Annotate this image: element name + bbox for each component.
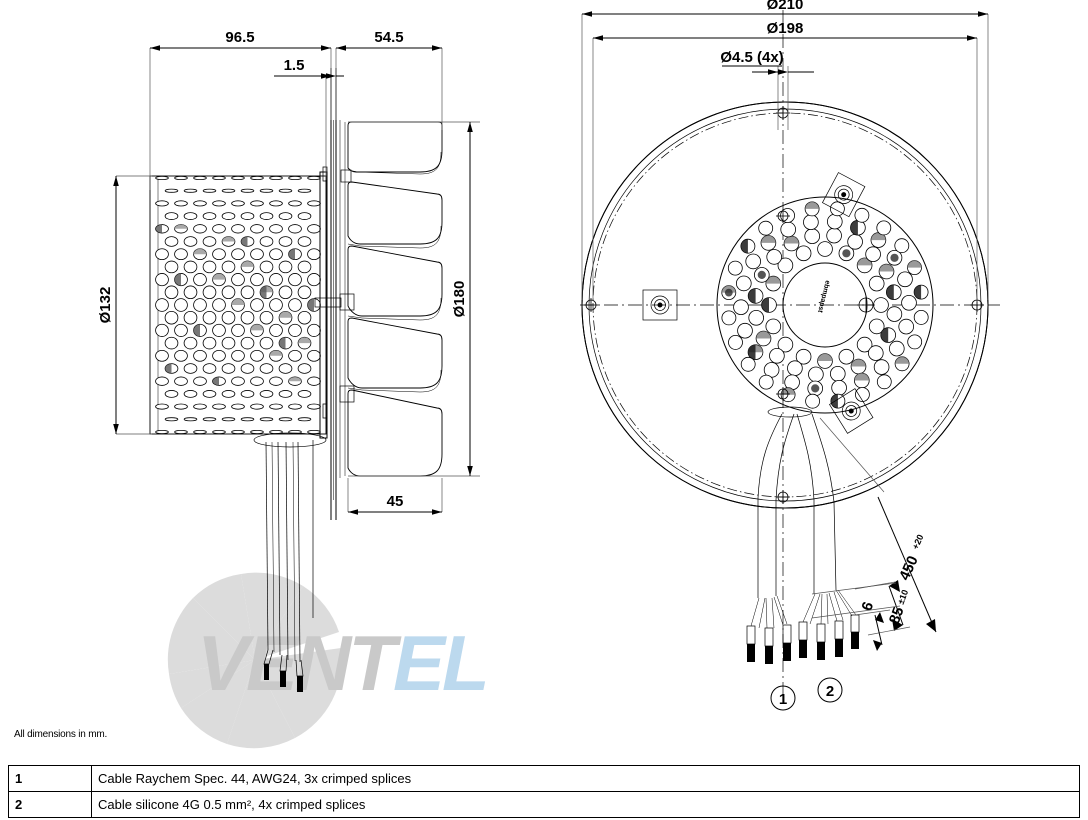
legend-index-1: 1 (8, 765, 92, 792)
dimension-54_5: 54.5 (336, 29, 442, 51)
dimension-cable-6: 6 (854, 600, 891, 651)
balloon-1-label: 1 (779, 691, 787, 708)
dimension-96_5: 96.5 (150, 29, 331, 51)
front-extension-lines (581, 14, 989, 300)
dimension-cable-85-label: 85 (886, 605, 908, 626)
rotor-holes (721, 201, 929, 409)
dimension-54_5-label: 54.5 (374, 29, 403, 46)
front-cables (746, 406, 860, 664)
legend-description-2: Cable silicone 4G 0.5 mm², 4x crimped sp… (91, 791, 1080, 818)
impeller-blades (339, 120, 443, 478)
legend-index-2: 2 (8, 791, 92, 818)
cable-1-wires (750, 595, 788, 629)
legend-description-1: Cable Raychem Spec. 44, AWG24, 3x crimpe… (91, 765, 1080, 792)
hub-logo-text: ebmpapst (816, 279, 831, 313)
dimension-dia210-label: Ø210 (767, 0, 804, 13)
dimension-dia4_5-label: Ø4.5 (4x) (720, 49, 783, 66)
cable-2-splices (798, 614, 860, 660)
front-view: ebmpapst (580, 0, 1000, 711)
rotor-disc: ebmpapst (716, 196, 934, 414)
legend-table: 1 Cable Raychem Spec. 44, AWG24, 3x crim… (8, 765, 1080, 818)
side-cables (253, 432, 327, 692)
dimension-dia180-label: Ø180 (451, 281, 468, 318)
side-extension-lines (116, 48, 480, 512)
dimension-dia180: Ø180 (451, 122, 473, 476)
drum-perforations (155, 176, 321, 434)
dimension-cable-85-tolerance: ±10 (896, 588, 911, 605)
shaft-stub (314, 297, 342, 308)
dimension-cable-85: 85 ±10 (854, 580, 911, 636)
table-row: 2 Cable silicone 4G 0.5 mm², 4x crimped … (8, 791, 1080, 818)
dimension-dia4_5: Ø4.5 (4x) (720, 49, 814, 75)
dimension-dia210: Ø210 (582, 0, 988, 17)
dimension-45: 45 (348, 493, 442, 515)
cable-2-wires (802, 589, 857, 625)
mounting-lugs (642, 172, 874, 434)
dimension-dia198: Ø198 (593, 20, 977, 41)
dimension-96_5-label: 96.5 (225, 29, 254, 46)
housing-plate (330, 68, 337, 520)
dimension-dia132: Ø132 (97, 176, 119, 434)
balloon-2-label: 2 (826, 683, 834, 700)
dimension-dia132-label: Ø132 (97, 287, 114, 324)
flange-tabs (322, 166, 328, 419)
cable-jacket-step-lines (811, 582, 901, 619)
shaft-center-mark (857, 296, 875, 314)
perforated-drum (149, 171, 328, 439)
balloon-2: 2 (817, 677, 843, 703)
dimension-dia198-label: Ø198 (767, 20, 804, 37)
units-note: All dimensions in mm. (14, 729, 108, 740)
dimension-1_5: 1.5 (274, 57, 344, 79)
cable-1-splices (746, 624, 792, 664)
side-section-view: 96.5 54.5 1.5 Ø132 Ø180 (97, 29, 480, 692)
watermark-text-secondary: EL (393, 619, 487, 707)
dimension-45-label: 45 (387, 493, 404, 510)
balloon-1: 1 (770, 685, 796, 711)
dimension-1_5-label: 1.5 (284, 57, 305, 74)
dimension-cable-450-tolerance: +20 (910, 533, 925, 551)
table-row: 1 Cable Raychem Spec. 44, AWG24, 3x crim… (8, 765, 1080, 792)
